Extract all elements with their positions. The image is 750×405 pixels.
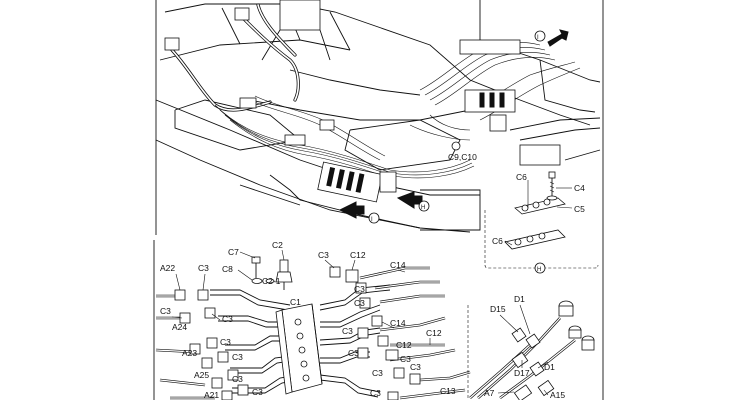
label-c13: C13	[440, 386, 456, 396]
label-c3-k: C3	[400, 354, 411, 364]
hose-bundle-upper	[164, 3, 475, 181]
label-c2-1: C2-1	[262, 276, 281, 286]
label-c3-m: C3	[372, 368, 383, 378]
label-c12-top: C12	[350, 250, 366, 260]
label-c3-f: C3	[222, 314, 233, 324]
label-c2: C2	[272, 240, 283, 250]
label-c3-h: C3	[220, 337, 231, 347]
label-c9-c10: C9,C10	[448, 152, 477, 162]
circle-h-detail: H	[537, 267, 541, 273]
lower-exploded-block	[155, 249, 471, 401]
label-c3-o: C3	[252, 387, 263, 397]
label-d17: D17	[514, 368, 530, 378]
circle-i-marker-mid: I	[371, 217, 373, 223]
center-manifold: I H C9,C10	[317, 141, 477, 224]
frame	[153, 0, 604, 400]
label-a15: A15	[550, 390, 565, 400]
label-c3-c: C3	[354, 284, 365, 294]
label-c6-top: C6	[516, 172, 527, 182]
label-c14-mid: C14	[390, 318, 406, 328]
circle-i-marker: I	[537, 35, 539, 41]
label-c3-l: C3	[232, 374, 243, 384]
label-c3-p: C3	[370, 388, 381, 398]
label-d1-low: D1	[544, 362, 555, 372]
label-c12-mid: C12	[426, 328, 442, 338]
label-c5: C5	[574, 204, 585, 214]
label-c8: C8	[222, 264, 233, 274]
label-c3-n: C3	[410, 362, 421, 372]
valve-manifold-upper: I	[409, 29, 581, 141]
label-d15: D15	[490, 304, 506, 314]
label-a23: A23	[182, 348, 197, 358]
label-c3-i: C3	[232, 352, 243, 362]
label-c3-a: C3	[198, 263, 209, 273]
label-c3-d: C3	[354, 298, 365, 308]
label-c12-low: C12	[396, 340, 412, 350]
label-c3-j: C3	[348, 348, 359, 358]
label-c3-e: C3	[160, 306, 171, 316]
lower-right-detail: D15 D1 D17 D1 A7 A15	[467, 294, 595, 402]
label-c3-b: C3	[318, 250, 329, 260]
label-a22: A22	[160, 263, 175, 273]
label-c4: C4	[574, 183, 585, 193]
label-d1-top: D1	[514, 294, 525, 304]
label-c1: C1	[290, 297, 301, 307]
label-a24: A24	[172, 322, 187, 332]
label-c6-bottom: C6	[492, 236, 503, 246]
label-a25: A25	[194, 370, 209, 380]
detail-h-box: H C6 C4 C5 C6	[484, 171, 599, 274]
label-c3-g: C3	[342, 326, 353, 336]
label-a21: A21	[204, 390, 219, 400]
lower-labels: C7 C2 C8 C2-1 C1 A22 C3 C3 C12 C14 C3 C3…	[160, 240, 456, 400]
label-c14-top: C14	[390, 260, 406, 270]
circle-h-marker-mid: H	[421, 205, 425, 211]
label-a7: A7	[484, 388, 495, 398]
machine-frame	[155, 0, 601, 233]
label-c7: C7	[228, 247, 239, 257]
